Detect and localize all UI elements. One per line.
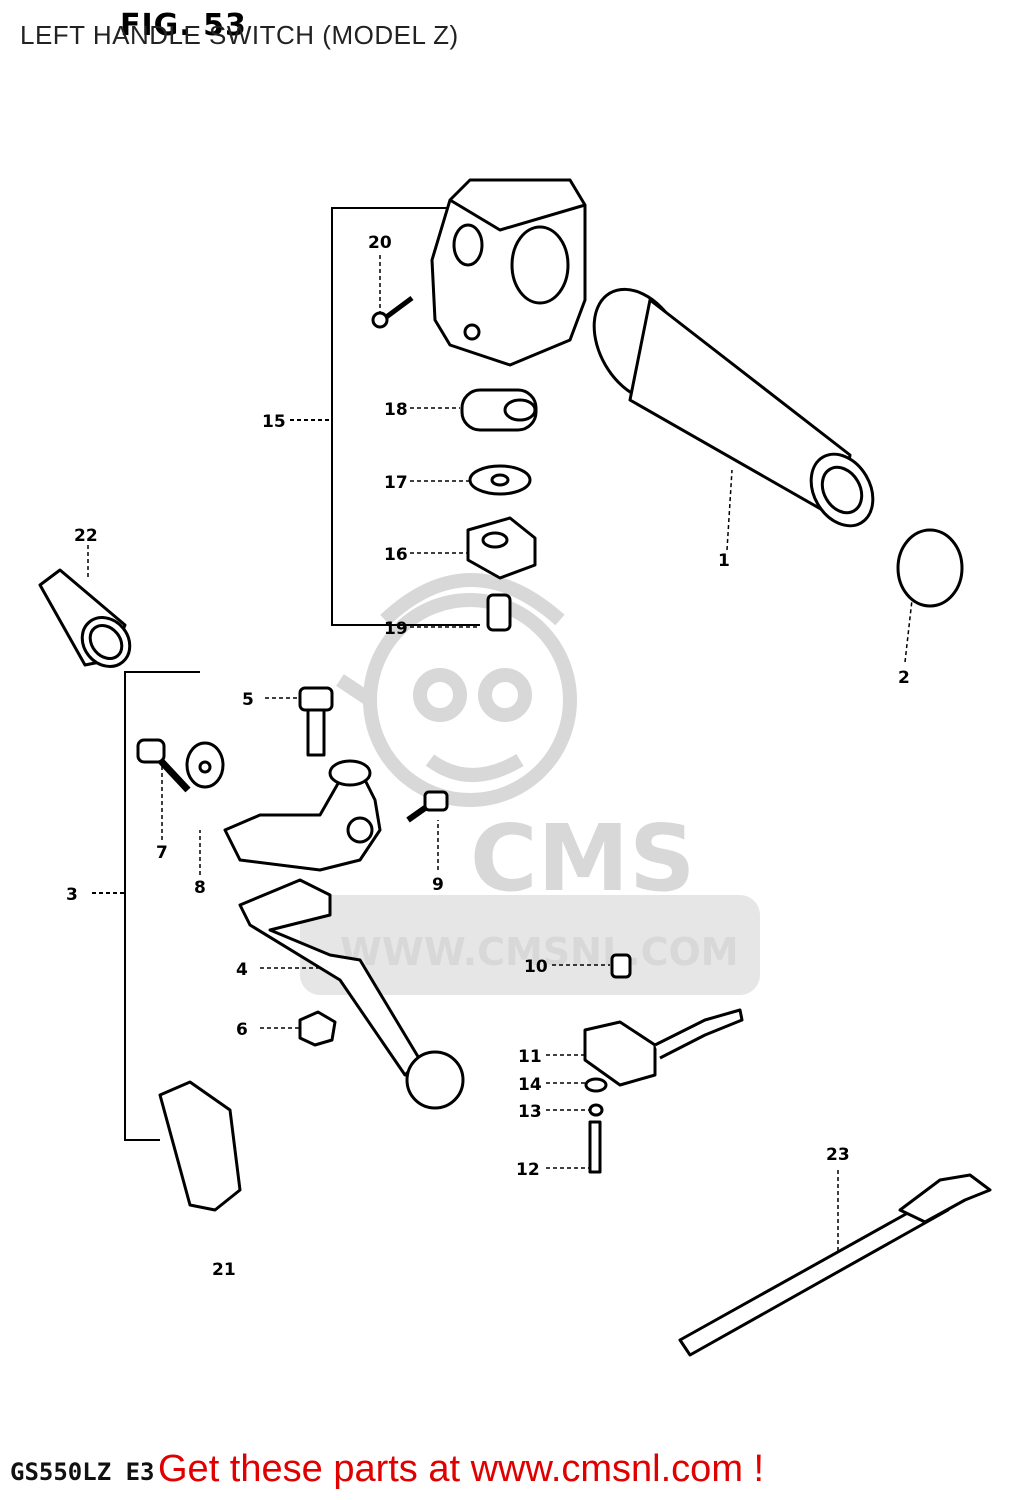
footer-link[interactable]: Get these parts at www.cmsnl.com ! [158,1448,765,1490]
cable-tie [678,1173,992,1357]
switch-internal-parts [460,388,538,632]
lever-holder [223,759,382,872]
callout-10: 10 [524,957,548,977]
bracket-15 [331,207,480,626]
handlebar-grip [592,287,875,528]
pivot-bolt [298,686,334,757]
callout-6: 6 [236,1020,248,1040]
lever-boot [158,1080,242,1212]
lever-boot-cover [38,568,132,668]
callout-3: 3 [66,885,78,905]
callout-4: 4 [236,960,248,980]
grouping-brackets [92,207,480,1141]
model-code: GS550LZ E3 [10,1458,155,1486]
callout-1: 1 [718,551,730,571]
callout-15: 15 [262,412,286,432]
switch-housing [430,178,587,367]
watermark-url-bar [300,895,760,995]
callout-20: 20 [368,233,392,253]
watermark-mascot [336,573,577,807]
callout-21: 21 [212,1260,236,1280]
page-title: LEFT HANDLE SWITCH (MODEL Z) [20,20,459,50]
callout-2: 2 [898,668,910,688]
adjust-screw [406,790,449,823]
callout-23: 23 [826,1145,850,1165]
callout-22: 22 [74,526,98,546]
lever-nut [298,1010,337,1047]
bolt-and-nut [136,738,225,793]
watermark-brand: CMS [470,805,695,912]
watermark: CMS WWW.CMSNL.COM [300,573,760,995]
callout-5: 5 [242,690,254,710]
bar-end-cap [896,528,964,608]
screw-part [371,295,414,329]
clutch-lever [238,878,465,1110]
callout-7: 7 [156,843,168,863]
callout-13: 13 [518,1102,542,1122]
bracket-3 [124,671,200,1141]
leader-lines [87,255,913,1260]
callout-9: 9 [432,875,444,895]
callout-labels: 1 2 3 4 5 6 7 8 9 10 11 12 13 14 15 16 1… [66,233,910,1280]
callout-14: 14 [518,1075,542,1095]
callout-12: 12 [516,1160,540,1180]
callout-16: 16 [384,545,408,565]
callout-17: 17 [384,473,408,493]
callout-11: 11 [518,1047,542,1067]
watermark-url: WWW.CMSNL.COM [340,930,739,974]
clutch-switch-parts [583,953,744,1174]
callout-19: 19 [384,619,408,639]
callout-18: 18 [384,400,408,420]
figure-label: FIG. 53 [120,8,247,43]
callout-8: 8 [194,878,206,898]
